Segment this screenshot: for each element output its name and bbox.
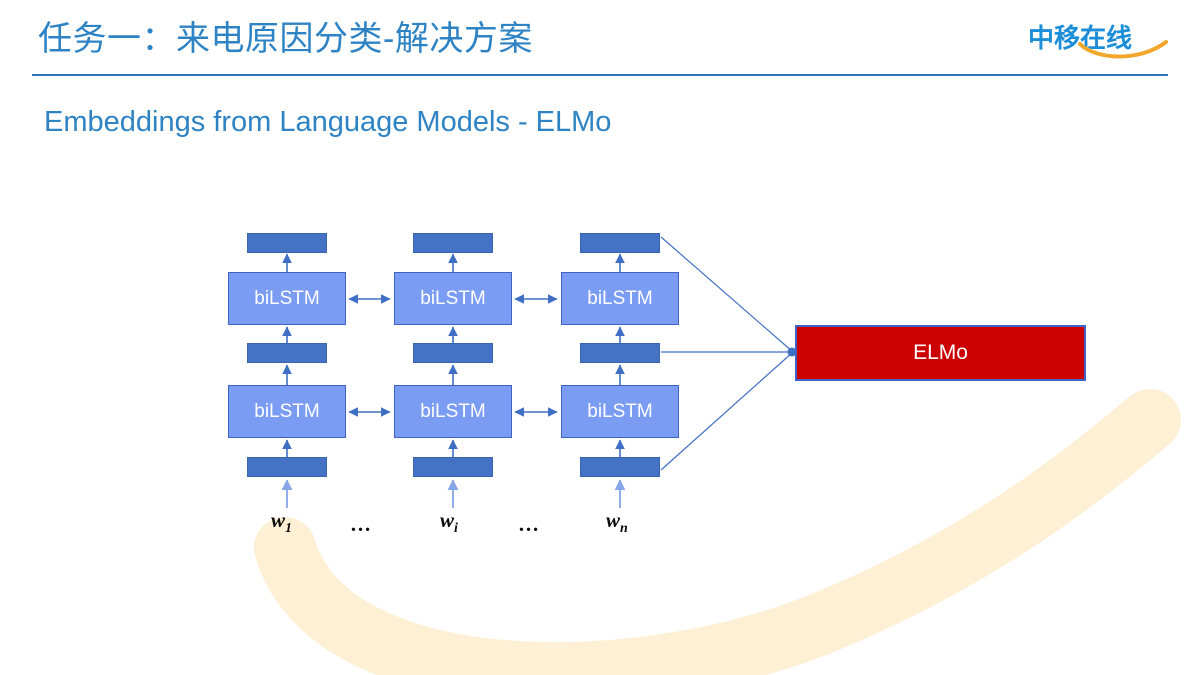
section-subtitle: Embeddings from Language Models - ELMo [44, 106, 612, 138]
input-label-wn-sub: n [620, 521, 628, 537]
top-bar-2 [413, 233, 493, 253]
bilstm-lower-2: biLSTM [394, 385, 512, 438]
bilstm-lower-1: biLSTM [228, 385, 346, 438]
logo-swoosh-icon [1078, 40, 1168, 59]
page-title: 任务一：来电原因分类-解决方案 [38, 20, 533, 58]
bilstm-upper-3: biLSTM [561, 272, 679, 325]
input-ellipsis-2: … [518, 512, 540, 536]
input-label-w1-base: w [271, 508, 286, 532]
bottom-bar-3 [580, 457, 660, 477]
input-label-w1-sub: 1 [285, 521, 293, 537]
top-bar-1 [247, 233, 327, 253]
input-label-wn: wn [606, 508, 628, 537]
bottom-bar-1 [247, 457, 327, 477]
bilstm-upper-1: biLSTM [228, 272, 346, 325]
input-label-w1: w1 [271, 508, 292, 537]
brand-logo: 中移在线 [1028, 18, 1174, 64]
elmo-output-box: ELMo [795, 325, 1086, 381]
input-label-wi-sub: i [454, 521, 458, 537]
input-label-wi-base: w [440, 508, 455, 532]
middle-bar-2 [413, 343, 493, 363]
middle-bar-3 [580, 343, 660, 363]
bilstm-lower-3: biLSTM [561, 385, 679, 438]
logo-text: 中移在线 [1028, 24, 1133, 54]
middle-bar-1 [247, 343, 327, 363]
input-label-wi: wi [440, 508, 458, 537]
bottom-bar-2 [413, 457, 493, 477]
title-divider [32, 74, 1168, 76]
top-bar-3 [580, 233, 660, 253]
input-ellipsis-1: … [350, 512, 372, 536]
bilstm-upper-2: biLSTM [394, 272, 512, 325]
merge-node [787, 347, 797, 357]
input-label-wn-base: w [606, 508, 621, 532]
